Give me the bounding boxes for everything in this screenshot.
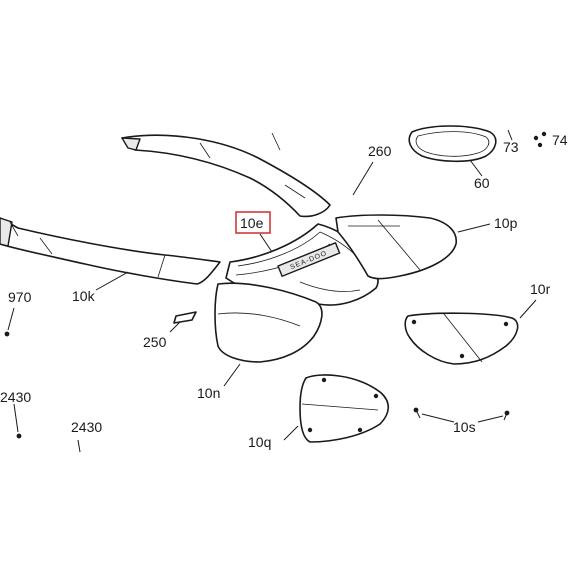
label-10q: 10q <box>248 434 271 450</box>
leader-10k <box>95 271 129 291</box>
fastener-2430a[interactable] <box>16 433 22 439</box>
part-10p-panel[interactable] <box>335 214 457 280</box>
label-74: 74 <box>552 132 568 148</box>
part-250-clip[interactable] <box>173 311 197 324</box>
label-2430b: 2430 <box>71 419 102 435</box>
label-260: 260 <box>368 143 392 159</box>
label-10e: 10e <box>240 215 264 231</box>
part-10q-panel[interactable] <box>299 374 390 443</box>
part-10k-decal[interactable] <box>0 217 221 285</box>
label-2430a: 2430 <box>0 389 31 405</box>
label-10n: 10n <box>197 385 220 401</box>
leader-2430b <box>77 439 81 453</box>
fastener-10s[interactable] <box>413 407 510 421</box>
leader-970 <box>7 307 15 331</box>
leader-10e <box>259 233 273 253</box>
part-60-cover[interactable] <box>408 125 497 163</box>
label-73: 73 <box>503 139 519 155</box>
leader-260 <box>352 161 374 196</box>
part-10n-panel[interactable] <box>214 282 323 363</box>
leader-10p <box>457 223 491 233</box>
leader-60 <box>469 159 483 177</box>
part-260-decal[interactable] <box>121 132 331 218</box>
highlight-box-10e <box>235 211 271 234</box>
label-10p: 10p <box>494 215 518 231</box>
fastener-74[interactable] <box>533 131 547 148</box>
label-10r: 10r <box>530 281 551 297</box>
leader-10q <box>283 425 299 441</box>
leader-10s-right <box>477 415 504 423</box>
part-10r-panel[interactable] <box>404 312 519 365</box>
label-10s: 10s <box>453 419 476 435</box>
label-250: 250 <box>143 334 167 350</box>
label-10k: 10k <box>72 288 96 304</box>
label-970: 970 <box>8 289 32 305</box>
leader-10s-left <box>421 413 455 423</box>
leader-10n <box>223 363 241 387</box>
fastener-970[interactable] <box>4 331 10 337</box>
leader-250 <box>169 321 181 333</box>
leader-73 <box>507 129 513 141</box>
label-60: 60 <box>474 175 490 191</box>
leader-10r <box>519 299 537 319</box>
leader-2430a <box>13 403 19 433</box>
